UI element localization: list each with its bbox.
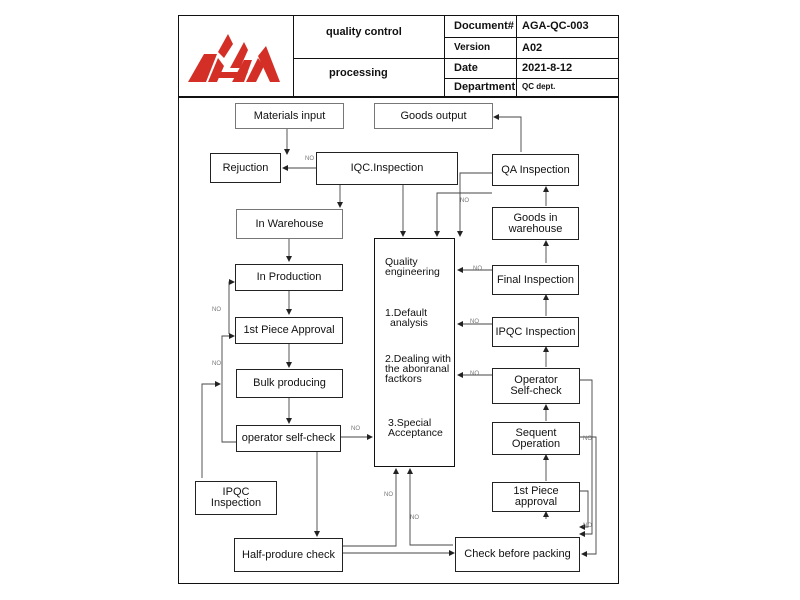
version-label: Version — [454, 42, 491, 53]
qe-item3-line1: 3.Special — [388, 417, 432, 429]
qe-item1-line2: analysis — [390, 317, 428, 329]
qe-item2-line3: factkors — [385, 373, 422, 385]
title-line1: quality control — [326, 26, 402, 38]
no-label: NO — [410, 515, 419, 521]
qe-item3-line2: Acceptance — [388, 427, 443, 439]
date-value: 2021-8-12 — [522, 62, 573, 74]
no-label: NO — [351, 426, 360, 432]
document-value: AGA-QC-003 — [522, 20, 589, 32]
first-piece-approval-box: 1st Piece Approval — [235, 317, 343, 344]
header-divider — [444, 78, 619, 80]
operator-line1: Operator — [514, 374, 558, 386]
header-divider — [178, 96, 619, 98]
rejection-box: Rejuction — [210, 153, 281, 183]
no-label: NO — [212, 361, 221, 367]
goods-wh-line1: Goods in — [513, 211, 558, 224]
bulk-producing-box: Bulk producing — [236, 369, 343, 398]
header-divider — [293, 15, 295, 96]
operator-self-check-right-box: Operator Self-check — [492, 368, 580, 404]
no-label: NO — [460, 198, 469, 204]
no-label: NO — [470, 319, 479, 325]
department-value: QC dept. — [522, 82, 556, 91]
quality-engineering-box: Quality engineering 1.Default analysis 2… — [374, 238, 455, 467]
qe-title-line2: engineering — [385, 266, 440, 278]
header-divider — [293, 58, 444, 60]
department-label: Department — [454, 81, 516, 93]
qe-item1-line1: 1.Default — [385, 307, 428, 319]
final-inspection-box: Final Inspection — [492, 265, 579, 295]
half-product-check-box: Half-produre check — [234, 538, 343, 572]
qe-title-line1: Quality — [385, 256, 418, 268]
materials-input-box: Materials input — [235, 103, 344, 129]
goods-output-box: Goods output — [374, 103, 493, 129]
operator-self-check-box: operator self-check — [236, 425, 341, 452]
qe-item2-line1: 2.Dealing with — [385, 353, 451, 365]
ipqc-inspection-right-box: IPQC Inspection — [492, 317, 579, 347]
company-logo — [188, 34, 280, 82]
sequent-operation-box: Sequent Operation — [492, 422, 580, 455]
qc-process-document — [178, 15, 619, 584]
no-label: NO — [583, 523, 592, 529]
header-divider — [444, 37, 619, 39]
date-label: Date — [454, 62, 478, 74]
ipqc-inspection-left-box: IPQC Inspection — [195, 481, 277, 515]
header-divider — [444, 58, 619, 60]
qe-item2-line2: the abonranal — [385, 363, 450, 375]
no-label: NO — [583, 436, 592, 442]
goods-wh-line2: warehouse — [508, 222, 563, 235]
no-label: NO — [473, 266, 482, 272]
goods-in-warehouse-box: Goods in warehouse — [492, 207, 579, 240]
no-label: NO — [305, 156, 314, 162]
document-label: Document# — [454, 20, 514, 32]
iqc-inspection-box: IQC.Inspection — [316, 152, 458, 185]
first-piece-approval-right-box: 1st Piece approval — [492, 482, 580, 512]
no-label: NO — [470, 371, 479, 377]
header-divider — [516, 15, 518, 96]
in-warehouse-box: In Warehouse — [236, 209, 343, 239]
check-before-packing-box: Check before packing — [455, 537, 580, 572]
qa-inspection-box: QA Inspection — [492, 154, 579, 186]
no-label: NO — [212, 307, 221, 313]
title-line2: processing — [329, 67, 388, 79]
header-divider — [444, 15, 446, 96]
in-production-box: In Production — [235, 264, 343, 291]
operator-line2: Self-check — [510, 385, 562, 397]
version-value: A02 — [522, 42, 543, 54]
no-label: NO — [384, 492, 393, 498]
